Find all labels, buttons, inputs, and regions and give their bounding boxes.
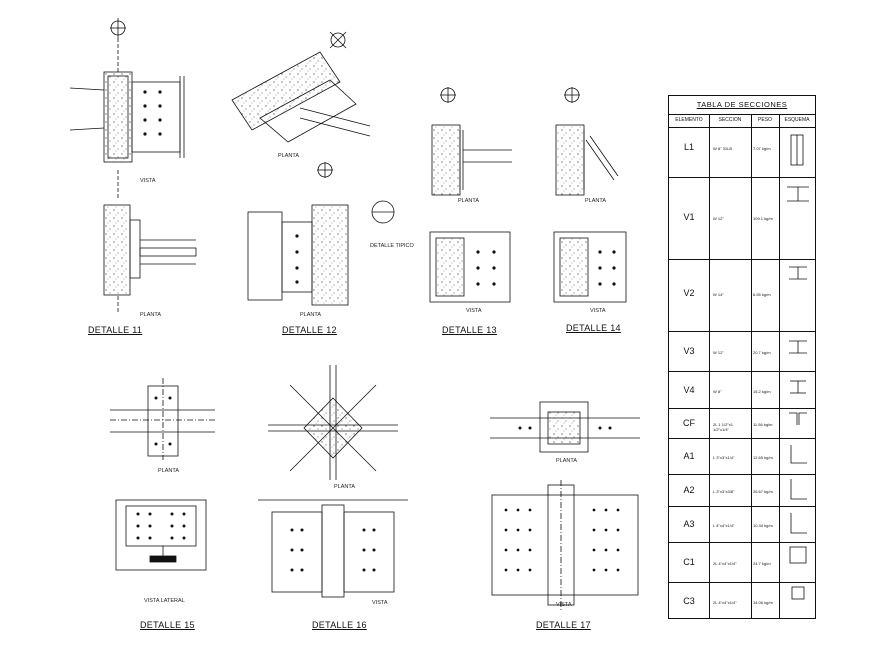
table-row: V3 W 12" 20.7 kg/m xyxy=(669,331,815,371)
header-seccion: SECCION xyxy=(718,117,742,123)
table-row: CF 2L 1 1/2"x1 1/2"x1/4" 11.56 kg/m xyxy=(669,408,815,438)
table-row: A2 L 3"x3"x3/8" 26.67 kg/m xyxy=(669,474,815,506)
table-row: L1 W 8" 31LB 7.07 kg/m xyxy=(669,127,815,177)
esquema-column xyxy=(787,134,809,600)
d17-title: DETALLE 17 xyxy=(536,620,591,630)
d16-planta-label: PLANTA xyxy=(334,484,355,490)
d17-vista-label: VISTA xyxy=(556,602,572,608)
d12-planta-label: PLANTA xyxy=(300,312,321,318)
d15-title: DETALLE 15 xyxy=(140,620,195,630)
detail-16-drawing xyxy=(258,365,408,598)
table-row: C3 2L 4"x4"x1/4" 14.06 kg/m xyxy=(669,582,815,620)
d15-vista-lateral-label: VISTA LATERAL xyxy=(144,598,185,604)
d17-planta-label: PLANTA xyxy=(556,458,577,464)
d13-vista-label: VISTA xyxy=(466,308,482,314)
d11-vista-label: VISTA xyxy=(140,178,156,184)
header-elemento: ELEMENTO xyxy=(675,117,703,123)
detail-12-drawing xyxy=(231,31,395,306)
detail-13-drawing xyxy=(429,87,512,303)
detail-17-drawing xyxy=(490,401,640,610)
d15-planta-label: PLANTA xyxy=(158,468,179,474)
d11-planta-label: PLANTA xyxy=(140,312,161,318)
detail-15-drawing xyxy=(110,378,215,571)
d12-title: DETALLE 12 xyxy=(282,325,337,335)
d14-planta-label: PLANTA xyxy=(585,198,606,204)
table-row: A1 L 3"x3"x1/4" 12.65 kg/m xyxy=(669,438,815,474)
d14-vista-label: VISTA xyxy=(590,308,606,314)
d12-detalle-tipico-label: DETALLE TIPICO xyxy=(370,243,414,249)
d16-vista-label: VISTA xyxy=(372,600,388,606)
detail-11-drawing xyxy=(69,18,197,312)
d14-title: DETALLE 14 xyxy=(566,323,621,333)
d13-title: DETALLE 13 xyxy=(442,325,497,335)
header-esquema: ESQUEMA xyxy=(784,117,810,123)
d13-planta-label: PLANTA xyxy=(458,198,479,204)
d12-planta-top-label: PLANTA xyxy=(278,153,299,159)
d16-title: DETALLE 16 xyxy=(312,620,367,630)
table-row: V1 W 12" 109.1 kg/m xyxy=(669,177,815,259)
header-peso: PESO xyxy=(758,117,772,123)
table-row: V2 W 14" 6.55 kg/m xyxy=(669,259,815,331)
sections-table: TABLA DE SECCIONES ELEMENTO SECCION PESO… xyxy=(668,95,816,619)
table-row: V4 W 8" 15.2 kg/m xyxy=(669,371,815,408)
table-row: A3 L 4"x4"x1/4" 10.34 kg/m xyxy=(669,506,815,542)
detail-14-drawing xyxy=(553,87,627,303)
table-row: C1 2L 4"x4"x1/4" 24.7 kg/m xyxy=(669,542,815,582)
d11-title: DETALLE 11 xyxy=(88,325,143,335)
table-title: TABLA DE SECCIONES xyxy=(696,100,788,109)
